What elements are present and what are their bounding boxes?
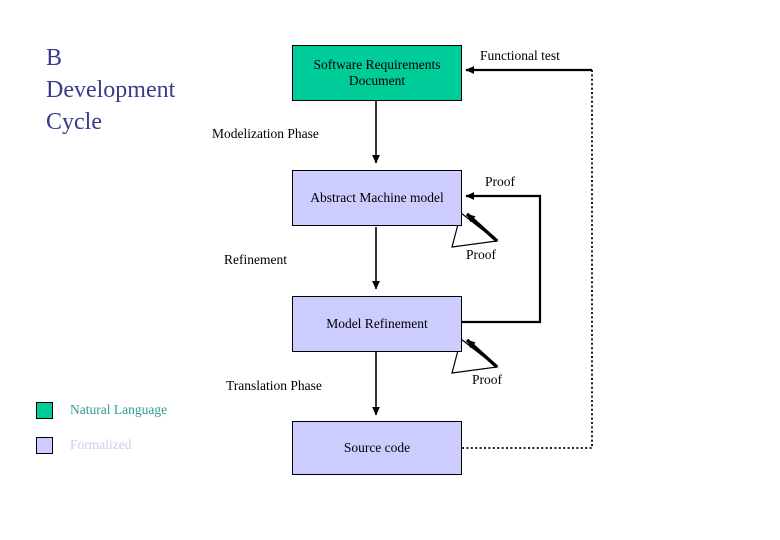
node-source-code[interactable]: Source code — [292, 421, 462, 475]
label-modelization-phase: Modelization Phase — [212, 126, 319, 141]
label-functional-test: Functional test — [480, 48, 560, 63]
node-model-refinement[interactable]: Model Refinement — [292, 296, 462, 352]
label-translation-phase: Translation Phase — [226, 378, 322, 393]
label-proof-2: Proof — [466, 247, 496, 262]
label-refinement: Refinement — [224, 252, 287, 267]
legend-label-formalized: Formalized — [70, 437, 132, 452]
node-abstract-machine-model[interactable]: Abstract Machine model — [292, 170, 462, 226]
legend-swatch-natural-language — [36, 402, 53, 419]
label-proof-1: Proof — [485, 174, 515, 189]
legend-swatch-formalized — [36, 437, 53, 454]
node-software-requirements-document[interactable]: Software Requirements Document — [292, 45, 462, 101]
page-title: B Development Cycle — [46, 45, 176, 135]
label-proof-3: Proof — [472, 372, 502, 387]
legend-label-natural-language: Natural Language — [70, 402, 168, 417]
